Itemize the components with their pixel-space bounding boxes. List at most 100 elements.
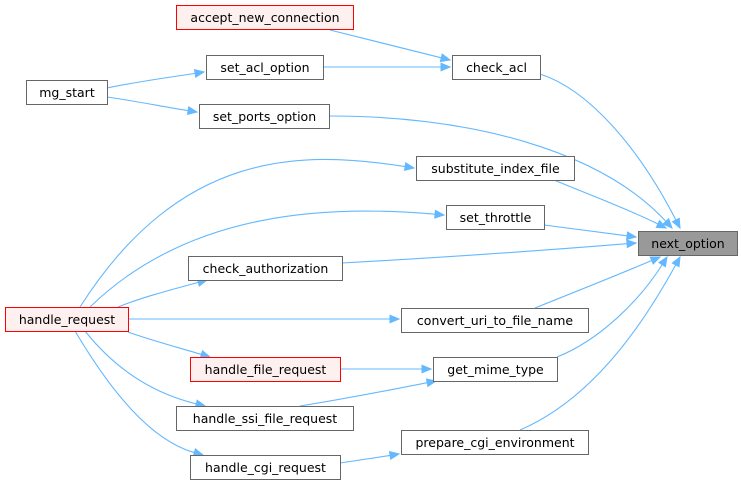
node-label: set_acl_option [220,60,309,75]
node-box[interactable] [452,55,541,80]
edge-handle_request-to-set_throttle [89,209,446,308]
edge-convert_uri_to_file_name-to-next_option [534,256,662,309]
edge-line [89,210,436,308]
node-box[interactable] [190,455,341,480]
node-set-acl-option[interactable]: set_acl_option [206,55,324,80]
edge-set_ports_option-to-next_option [328,115,673,229]
node-label: convert_uri_to_file_name [417,313,573,328]
node-box[interactable] [433,357,558,382]
edge-line [106,96,189,112]
edge-prepare_cgi_environment-to-next_option [519,255,681,431]
node-prepare-cgi-environment[interactable]: prepare_cgi_environment [401,430,589,455]
arrowhead [655,219,668,229]
node-label: mg_start [39,85,95,100]
node-label: get_mime_type [447,362,544,377]
arrowhead [403,162,416,172]
edge-line [339,454,391,464]
edge-handle_request-to-convert_uri_to_file_name [127,314,401,324]
edge-handle_request-to-handle_cgi_request [74,330,205,457]
edge-line [556,264,663,358]
node-label: set_throttle [460,210,532,225]
node-mg-start[interactable]: mg_start [26,80,108,105]
arrowhead [199,349,212,359]
node-convert-uri-to-file-name[interactable]: convert_uri_to_file_name [401,308,589,333]
node-label: prepare_cgi_environment [415,435,574,450]
node-next-option[interactable]: next_option [638,231,738,256]
node-box[interactable] [26,80,108,105]
call-graph-edges [74,29,681,464]
node-label: handle_file_request [205,362,327,377]
node-substitute-index-file[interactable]: substitute_index_file [416,156,575,181]
edge-line [117,281,199,308]
node-label: set_ports_option [213,109,316,124]
arrowhead [440,62,452,72]
node-box[interactable] [401,308,589,333]
arrowhead [649,256,662,265]
node-label: next_option [651,236,724,251]
node-box[interactable] [401,430,589,455]
node-box[interactable] [188,256,343,281]
node-handle-cgi-request[interactable]: handle_cgi_request [190,455,341,480]
node-check-acl[interactable]: check_acl [452,55,541,80]
arrowhead [658,255,668,268]
edge-line [553,179,659,225]
node-label: handle_cgi_request [205,460,326,475]
node-label: handle_request [19,312,115,327]
node-accept-new-connection[interactable]: accept_new_connection [176,5,354,30]
edge-line [543,224,628,237]
arrowhead [193,68,206,78]
edge-line [127,331,202,355]
edge-handle_request-to-handle_file_request [127,331,212,359]
node-get-mime-type[interactable]: get_mime_type [433,357,558,382]
node-box[interactable] [5,307,129,332]
edge-check_acl-to-next_option [539,73,681,230]
node-handle-ssi-file-request[interactable]: handle_ssi_file_request [176,406,354,431]
node-box[interactable] [176,406,354,431]
node-box[interactable] [199,104,330,129]
node-label: handle_ssi_file_request [193,411,338,426]
edge-line [74,330,195,454]
node-handle-request[interactable]: handle_request [5,307,129,332]
edge-mg_start-to-set_acl_option [106,68,206,89]
arrowhead [434,209,446,219]
edge-line [341,243,628,264]
node-box[interactable] [638,231,738,256]
edge-line [534,260,652,309]
edge-line [84,330,197,405]
edge-accept_new_connection-to-check_acl [329,29,452,63]
arrowhead [662,217,673,229]
node-box[interactable] [206,55,324,80]
edge-handle_file_request-to-get_mime_type [340,364,433,374]
edge-line [539,73,677,221]
node-box[interactable] [416,156,575,181]
edge-line [329,29,442,59]
edge-handle_ssi_file_request-to-get_mime_type [299,378,438,407]
edge-line [79,158,406,308]
node-box[interactable] [190,357,341,382]
node-handle-file-request[interactable]: handle_file_request [190,357,341,382]
arrowhead [671,217,681,230]
node-label: substitute_index_file [431,161,560,176]
node-set-throttle[interactable]: set_throttle [446,205,545,230]
node-box[interactable] [446,205,545,230]
node-label: accept_new_connection [190,10,339,25]
edge-line [519,264,677,431]
arrowhead [388,450,401,460]
node-set-ports-option[interactable]: set_ports_option [199,104,330,129]
edge-line [299,382,428,407]
arrowhead [671,255,681,268]
arrowhead [421,364,433,374]
node-box[interactable] [176,5,354,30]
edge-set_throttle-to-next_option [543,224,638,241]
call-graph-nodes: accept_new_connection check_acl set_acl_op… [5,5,738,480]
arrowhead [439,53,452,63]
edge-mg_start-to-set_ports_option [106,96,199,116]
edge-substitute_index_file-to-next_option [553,179,668,229]
edge-handle_request-to-substitute_index_file [79,158,416,308]
arrowhead [625,231,638,241]
node-label: check_authorization [203,261,329,276]
node-check-authorization[interactable]: check_authorization [188,256,343,281]
node-label: check_acl [466,60,527,75]
edge-handle_request-to-handle_ssi_file_request [84,330,207,409]
